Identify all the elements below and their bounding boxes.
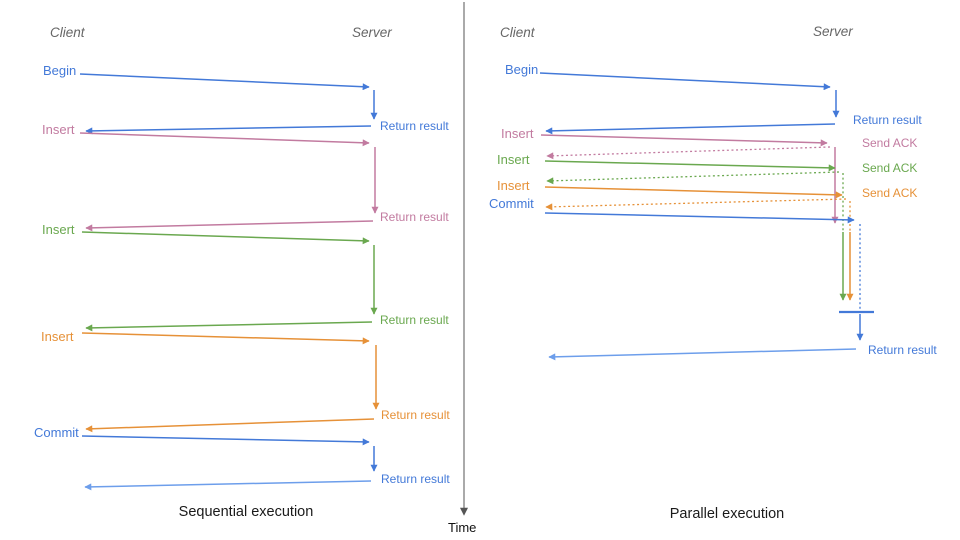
seq-commit-request-line — [81, 435, 370, 446]
par-insert3-ack-line — [545, 198, 847, 211]
par-commit-return-label: Return result — [868, 343, 937, 357]
seq-commit-response-line — [84, 480, 372, 491]
par-begin-label: Begin — [505, 62, 539, 77]
seq-insert3-response-line — [85, 418, 375, 433]
par-server-header: Server — [813, 24, 853, 39]
seq-commit-label: Commit — [34, 425, 79, 440]
seq-insert2-request-line — [81, 231, 370, 245]
par-insert2-ack-label: Send ACK — [862, 161, 918, 175]
par-commit-response-line — [548, 348, 857, 361]
seq-insert2-return-label: Return result — [380, 313, 449, 327]
par-commit-request-line — [544, 212, 855, 224]
par-commit-label: Commit — [489, 196, 534, 211]
seq-begin-label: Begin — [43, 63, 77, 78]
seq-insert3-return-label: Return result — [381, 408, 450, 422]
par-insert3-label: Insert — [497, 178, 530, 193]
par-insert2-ack-line — [546, 171, 840, 185]
parallel-title: Parallel execution — [669, 506, 785, 522]
par-begin-return-label: Return result — [853, 113, 922, 127]
seq-insert3-request-line — [81, 332, 370, 345]
seq-server-header: Server — [352, 25, 392, 40]
seq-commit-return-label: Return result — [381, 472, 450, 486]
sequential-title: Sequential execution — [178, 504, 314, 520]
par-insert2-label: Insert — [497, 152, 530, 167]
seq-insert1-request-line — [79, 132, 370, 147]
seq-insert3-label: Insert — [41, 329, 74, 344]
seq-insert1-label: Insert — [42, 122, 75, 137]
seq-client-header: Client — [50, 25, 85, 40]
par-insert1-ack-label: Send ACK — [862, 136, 918, 150]
par-insert2-request-line — [544, 160, 836, 172]
par-begin-request-line — [539, 72, 831, 91]
par-insert1-ack-line — [546, 146, 831, 160]
par-insert3-ack-label: Send ACK — [862, 186, 918, 200]
seq-begin-response-line — [85, 125, 372, 135]
par-insert1-label: Insert — [501, 126, 534, 141]
seq-insert2-label: Insert — [42, 222, 75, 237]
par-begin-response-line — [545, 123, 836, 135]
par-client-header: Client — [500, 25, 535, 40]
seq-begin-request-line — [79, 73, 370, 91]
seq-insert1-return-label: Return result — [380, 210, 449, 224]
par-insert1-request-line — [540, 134, 828, 147]
time-axis-label: Time — [448, 520, 477, 535]
seq-insert2-response-line — [85, 321, 373, 332]
seq-insert1-response-line — [85, 220, 374, 232]
par-insert3-request-line — [544, 186, 843, 199]
seq-begin-return-label: Return result — [380, 119, 449, 133]
